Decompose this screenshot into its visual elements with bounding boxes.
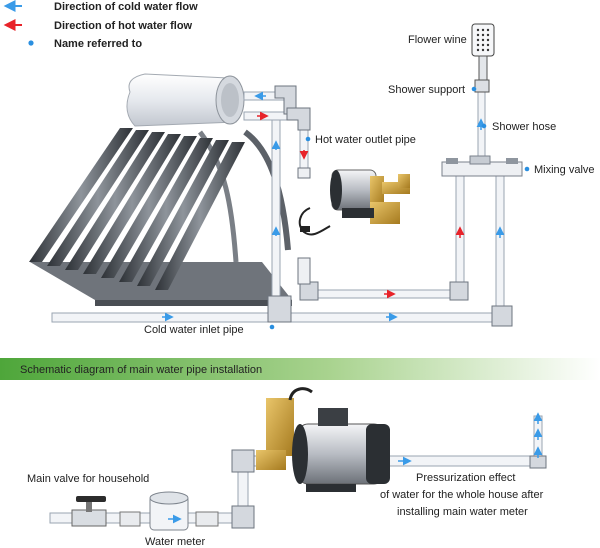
legend-name-ref: Name referred to: [54, 38, 142, 50]
vacuum-tubes: [29, 128, 245, 290]
top-flow-arrows: [162, 91, 505, 322]
water-meter: [119, 491, 219, 531]
label-water-meter: Water meter: [145, 536, 205, 548]
label-dot: [471, 86, 477, 92]
main-valve: [71, 496, 107, 527]
label-hot-outlet: Hot water outlet pipe: [315, 134, 416, 146]
label-dot: [481, 123, 487, 129]
top-labels: Flower wine Shower support Shower hose H…: [144, 34, 595, 336]
solar-water-heater: [29, 73, 292, 306]
water-tank: [126, 73, 245, 127]
banner-title: Schematic diagram of main water pipe ins…: [20, 364, 262, 376]
label-dot: [524, 166, 530, 172]
label-flower-wine: Flower wine: [408, 34, 467, 46]
booster-pump-top: [298, 169, 410, 236]
label-dot: [269, 324, 275, 330]
label-shower-support: Shower support: [388, 84, 465, 96]
shower-head: [471, 23, 495, 93]
legend-cold-flow: Direction of cold water flow: [54, 1, 198, 13]
label-mixing-valve: Mixing valve: [534, 164, 595, 176]
pipe-elbows: [267, 85, 513, 327]
label-pressurization-1: Pressurization effect: [416, 472, 515, 484]
label-main-valve: Main valve for household: [27, 473, 149, 485]
bottom-flow-arrows: [168, 412, 543, 524]
label-dot: [305, 136, 311, 142]
legend-hot-flow: Direction of hot water flow: [54, 20, 193, 32]
legend: Direction of cold water flow Direction o…: [3, 0, 198, 50]
label-pressurization-3: installing main water meter: [397, 506, 528, 518]
booster-pump-bottom: [256, 387, 390, 492]
mixing-valve: [441, 155, 523, 177]
label-pressurization-2: of water for the whole house after: [380, 489, 544, 501]
section-banner: Schematic diagram of main water pipe ins…: [0, 358, 600, 380]
label-shower-hose: Shower hose: [492, 121, 556, 133]
bottom-pipe-elbows: [231, 449, 547, 529]
label-cold-inlet: Cold water inlet pipe: [144, 324, 244, 336]
bottom-labels: Main valve for household Water meter Pre…: [27, 472, 544, 548]
name-ref-legend-dot: [28, 40, 34, 46]
